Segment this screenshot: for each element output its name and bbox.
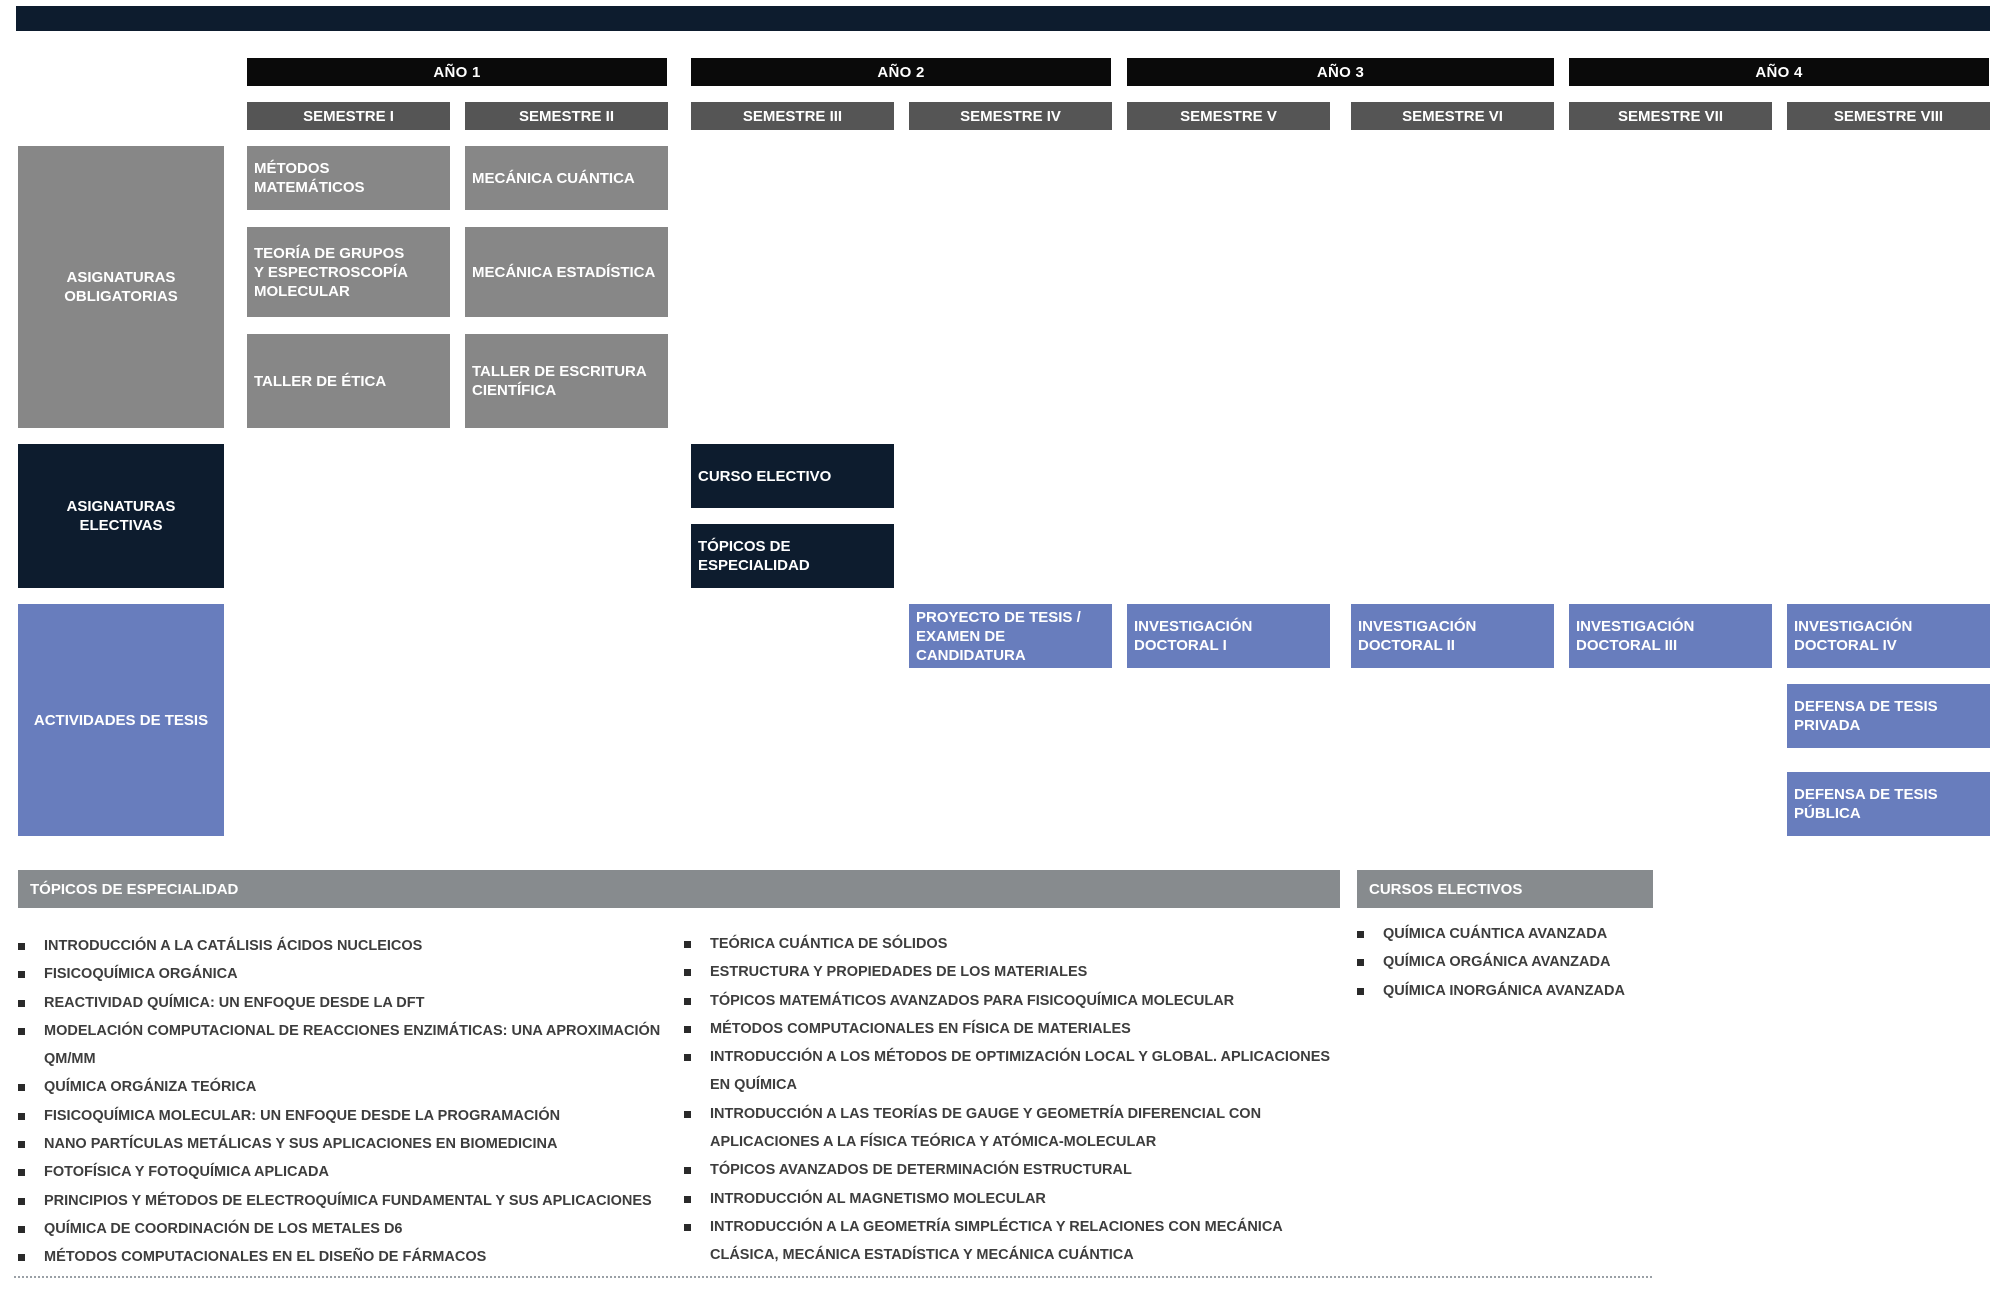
course-mecanica-estadistica: MECÁNICA ESTADÍSTICA: [465, 227, 668, 317]
square-bullet-icon: [1357, 931, 1364, 938]
square-bullet-icon: [18, 1027, 25, 1035]
cursos-electivos-list: QUÍMICA CUÁNTICA AVANZADA QUÍMICA ORGÁNI…: [1357, 920, 1667, 1005]
list-item: QUÍMICA CUÁNTICA AVANZADA: [1357, 920, 1667, 948]
semester-header-7: SEMESTRE VII: [1569, 102, 1772, 130]
square-bullet-icon: [684, 1167, 691, 1175]
square-bullet-icon: [18, 999, 25, 1007]
dotted-divider: [14, 1276, 1652, 1278]
course-topicos-de-especialidad: TÓPICOS DE ESPECIALIDAD: [691, 524, 894, 588]
course-teoria-de-grupos: TEORÍA DE GRUPOS Y ESPECTROSCOPÍA MOLECU…: [247, 227, 450, 317]
thesis-investigacion-doctoral-1: INVESTIGACIÓN DOCTORAL I: [1127, 604, 1330, 668]
semester-header-8: SEMESTRE VIII: [1787, 102, 1990, 130]
list-item: FISICOQUÍMICA MOLECULAR: UN ENFOQUE DESD…: [18, 1102, 678, 1130]
list-item: MÉTODOS COMPUTACIONALES EN FÍSICA DE MAT…: [684, 1015, 1344, 1043]
square-bullet-icon: [18, 971, 25, 979]
list-item: FISICOQUÍMICA ORGÁNICA: [18, 960, 678, 988]
list-item: TEÓRICA CUÁNTICA DE SÓLIDOS: [684, 930, 1344, 958]
list-item: MODELACIÓN COMPUTACIONAL DE REACCIONES E…: [18, 1017, 678, 1074]
list-item: QUÍMICA INORGÁNICA AVANZADA: [1357, 977, 1667, 1005]
list-item: INTRODUCCIÓN A LAS TEORÍAS DE GAUGE Y GE…: [684, 1100, 1344, 1157]
course-mecanica-cuantica: MECÁNICA CUÁNTICA: [465, 146, 668, 210]
list-item: REACTIVIDAD QUÍMICA: UN ENFOQUE DESDE LA…: [18, 989, 678, 1017]
semester-header-5: SEMESTRE V: [1127, 102, 1330, 130]
list-item: QUÍMICA DE COORDINACIÓN DE LOS METALES D…: [18, 1215, 678, 1243]
square-bullet-icon: [684, 1110, 691, 1118]
list-item: QUÍMICA ORGÁNIZA TEÓRICA: [18, 1073, 678, 1101]
year-header-2: AÑO 2: [691, 58, 1111, 86]
square-bullet-icon: [684, 997, 691, 1005]
list-item: TÓPICOS AVANZADOS DE DETERMINACIÓN ESTRU…: [684, 1156, 1344, 1184]
row-label-tesis: ACTIVIDADES DE TESIS: [18, 604, 224, 836]
thesis-investigacion-doctoral-4: INVESTIGACIÓN DOCTORAL IV: [1787, 604, 1990, 668]
course-metodos-matematicos: MÉTODOS MATEMÁTICOS: [247, 146, 450, 210]
list-item: INTRODUCCIÓN A LOS MÉTODOS DE OPTIMIZACI…: [684, 1043, 1344, 1100]
square-bullet-icon: [18, 943, 25, 950]
topicos-section-title: TÓPICOS DE ESPECIALIDAD: [18, 870, 1340, 908]
list-item: NANO PARTÍCULAS METÁLICAS Y SUS APLICACI…: [18, 1130, 678, 1158]
list-item: FOTOFÍSICA Y FOTOQUÍMICA APLICADA: [18, 1158, 678, 1186]
list-item: QUÍMICA ORGÁNICA AVANZADA: [1357, 948, 1667, 976]
topicos-list-col2: TEÓRICA CUÁNTICA DE SÓLIDOS ESTRUCTURA Y…: [684, 930, 1344, 1270]
thesis-investigacion-doctoral-2: INVESTIGACIÓN DOCTORAL II: [1351, 604, 1554, 668]
year-header-3: AÑO 3: [1127, 58, 1554, 86]
square-bullet-icon: [684, 1195, 691, 1203]
square-bullet-icon: [18, 1169, 25, 1177]
semester-header-6: SEMESTRE VI: [1351, 102, 1554, 130]
thesis-investigacion-doctoral-3: INVESTIGACIÓN DOCTORAL III: [1569, 604, 1772, 668]
row-label-obligatorias: ASIGNATURAS OBLIGATORIAS: [18, 146, 224, 428]
list-item: INTRODUCCIÓN A LA GEOMETRÍA SIMPLÉCTICA …: [684, 1213, 1344, 1270]
cursos-electivos-section-title: CURSOS ELECTIVOS: [1357, 870, 1653, 908]
square-bullet-icon: [18, 1112, 25, 1120]
list-item: INTRODUCCIÓN AL MAGNETISMO MOLECULAR: [684, 1185, 1344, 1213]
square-bullet-icon: [684, 1054, 691, 1062]
square-bullet-icon: [18, 1084, 25, 1092]
square-bullet-icon: [1357, 987, 1364, 995]
square-bullet-icon: [684, 1223, 691, 1231]
list-item: MÉTODOS COMPUTACIONALES EN EL DISEÑO DE …: [18, 1243, 678, 1271]
square-bullet-icon: [1357, 959, 1364, 967]
square-bullet-icon: [684, 969, 691, 977]
course-taller-de-escritura: TALLER DE ESCRITURA CIENTÍFICA: [465, 334, 668, 428]
list-item: TÓPICOS MATEMÁTICOS AVANZADOS PARA FISIC…: [684, 987, 1344, 1015]
semester-header-4: SEMESTRE IV: [909, 102, 1112, 130]
course-taller-de-etica: TALLER DE ÉTICA: [247, 334, 450, 428]
row-label-electivas: ASIGNATURAS ELECTIVAS: [18, 444, 224, 588]
square-bullet-icon: [18, 1197, 25, 1205]
course-curso-electivo: CURSO ELECTIVO: [691, 444, 894, 508]
thesis-defensa-publica: DEFENSA DE TESIS PÚBLICA: [1787, 772, 1990, 836]
top-banner: [16, 6, 1990, 31]
square-bullet-icon: [18, 1225, 25, 1233]
square-bullet-icon: [18, 1141, 25, 1149]
topicos-list-col1: INTRODUCCIÓN A LA CATÁLISIS ÁCIDOS NUCLE…: [18, 932, 678, 1272]
list-item: ESTRUCTURA Y PROPIEDADES DE LOS MATERIAL…: [684, 958, 1344, 986]
square-bullet-icon: [18, 1254, 25, 1262]
year-header-4: AÑO 4: [1569, 58, 1989, 86]
thesis-defensa-privada: DEFENSA DE TESIS PRIVADA: [1787, 684, 1990, 748]
list-item: PRINCIPIOS Y MÉTODOS DE ELECTROQUÍMICA F…: [18, 1187, 678, 1215]
square-bullet-icon: [684, 941, 691, 948]
square-bullet-icon: [684, 1025, 691, 1033]
thesis-proyecto-de-tesis: PROYECTO DE TESIS / EXAMEN DE CANDIDATUR…: [909, 604, 1112, 668]
year-header-1: AÑO 1: [247, 58, 667, 86]
semester-header-2: SEMESTRE II: [465, 102, 668, 130]
semester-header-1: SEMESTRE I: [247, 102, 450, 130]
semester-header-3: SEMESTRE III: [691, 102, 894, 130]
list-item: INTRODUCCIÓN A LA CATÁLISIS ÁCIDOS NUCLE…: [18, 932, 678, 960]
